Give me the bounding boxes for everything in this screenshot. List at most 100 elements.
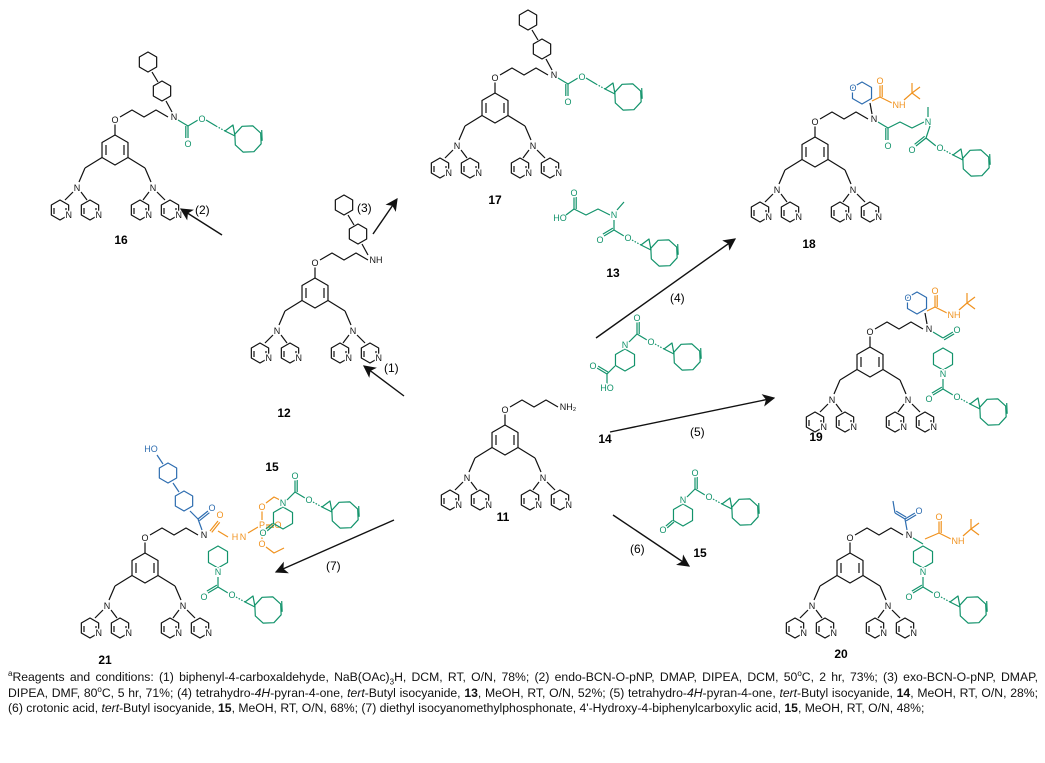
atom-label: O [258,539,265,549]
atom-label: O [647,337,654,347]
bond [911,92,921,100]
bond [636,333,648,341]
bond [217,530,229,538]
reaction-conditions-caption: aReagents and conditions: (1) biphenyl-4… [8,669,1038,717]
pyridine-n-label: N [175,628,182,638]
atom-label: N [171,112,178,122]
atom-label: O [570,188,577,198]
reaction-arrows [179,197,776,574]
bond [144,167,152,183]
bond [284,299,303,312]
bond-path [614,348,636,372]
ketone-o-label: O [659,525,666,535]
atom-label: N [926,324,933,334]
caption-segment: , MeOH, RT, O/N, 52%; (5) tetrahydro- [477,685,687,700]
bond [454,481,464,491]
step-label-4: (4) [670,291,685,305]
bond-path [331,501,359,529]
bond [879,585,887,601]
bond [347,214,355,226]
bond [312,501,323,508]
atom-label: O [216,510,223,520]
bond [924,532,940,540]
bond [895,510,907,518]
bond [94,609,104,619]
caption-segment: 14 [896,685,911,700]
caption-segment: 3 [389,677,395,687]
caption-segment: 4H [254,685,271,700]
pyridine-n-label: N [900,422,907,432]
atom-label: O [705,492,712,502]
atom-label: N [240,532,247,542]
bond-path [969,397,981,410]
bond-path [301,277,329,309]
bond-path [959,596,987,624]
bond-path [190,617,210,639]
bond-path [330,342,350,364]
bond [545,58,553,71]
bond-path [265,546,285,554]
amine-n-label: N [150,183,157,193]
bond-path [979,398,1007,426]
bond [819,574,838,587]
pyridine-n-label: N [910,628,917,638]
bond [943,333,955,341]
bond-path [731,498,759,526]
bond-path [207,545,229,569]
bond [911,403,921,413]
bond-path [510,157,530,179]
amide-o-label: O [935,512,942,522]
acid-ho-label: HO [553,213,567,223]
bond-path [915,411,935,433]
bond [596,367,608,375]
arrow-step-7 [274,519,395,574]
bond-path [470,489,490,511]
compound-20-label: 20 [834,647,848,661]
bond [172,609,180,619]
bond [197,518,203,531]
bond [712,498,723,505]
bond [507,114,526,127]
pyridine-n-label: N [880,628,887,638]
amine-n-label: N [540,473,547,483]
bond [856,193,866,203]
bond [460,149,468,159]
compound-11-label: 11 [497,510,510,524]
compound-16-label: 16 [114,233,128,247]
bond [532,481,540,491]
bond [247,526,259,534]
bond [897,403,905,413]
bond [925,137,937,147]
caption-segment: tert [347,685,365,700]
amine-n-label: N [850,185,857,195]
caption-body: Reagents and conditions: (1) biphenyl-4-… [8,669,1038,715]
bond [780,193,788,203]
amide-nh-label: NH [948,310,961,320]
bond-path [906,291,928,315]
bond-path [721,497,733,510]
caption-segment: Reagents and conditions: (1) biphenyl-4-… [12,670,390,684]
pyridine-n-label: N [535,500,542,510]
ether-o-label: O [111,115,118,125]
bond-path [650,239,678,267]
bond-path [160,617,180,639]
amine-n-label: N [809,601,816,611]
bond [879,96,893,104]
atom-label: N [906,530,913,540]
amine-n-label: N [464,473,471,483]
bond [211,521,221,533]
bond [962,528,972,537]
bond-path [856,346,884,378]
bond-path [785,617,805,639]
carbonyl-o-label: O [184,139,191,149]
bond [903,92,913,101]
bond-path [265,496,285,504]
bond [189,510,199,520]
bond [187,119,199,127]
pyran-o-label: O [904,293,911,303]
bond [891,609,901,619]
pyridine-n-label: N [820,422,827,432]
bond-path [224,124,236,137]
pyridine-n-label: N [445,168,452,178]
bond [602,227,614,235]
